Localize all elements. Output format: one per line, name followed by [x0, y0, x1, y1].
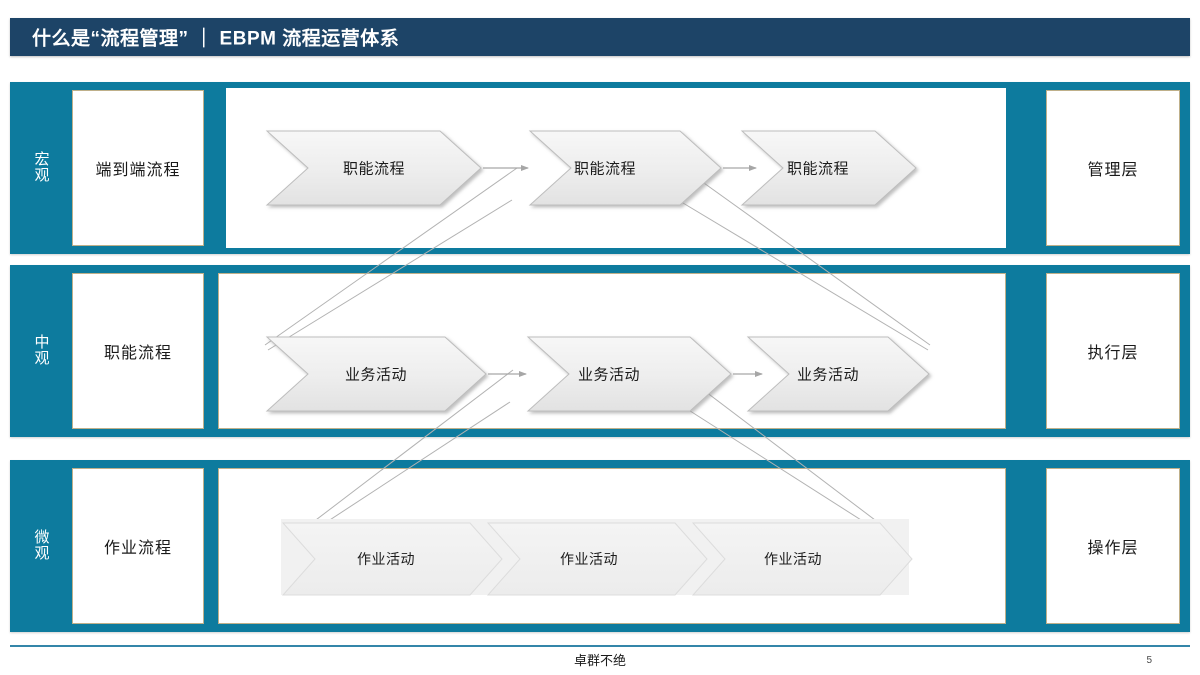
- micro-step-2-label: 作业活动: [560, 551, 618, 567]
- page-title: 什么是“流程管理” ｜ EBPM 流程运营体系: [32, 28, 400, 50]
- page-number: 5: [1146, 655, 1152, 666]
- row-macro-left-label: 端到端流程: [72, 90, 204, 246]
- footer-text: 卓群不绝: [573, 653, 626, 668]
- row-micro: 微 观 作业流程 操作层: [10, 460, 1190, 632]
- row-scale-meso: 中 观: [34, 333, 50, 367]
- row-meso: 中 观 职能流程 执行层: [10, 265, 1190, 437]
- slide-title-bar: 什么是“流程管理” ｜ EBPM 流程运营体系: [10, 18, 1190, 56]
- row-macro-right-label: 管理层: [1046, 90, 1180, 246]
- row-scale-macro: 宏 观: [34, 150, 50, 184]
- row-micro-left-label: 作业流程: [72, 468, 204, 624]
- macro-step-2-label: 职能流程: [573, 160, 637, 178]
- row-micro-panel: [218, 468, 1006, 624]
- footer-divider: [10, 645, 1190, 647]
- macro-step-1-label: 职能流程: [342, 160, 406, 178]
- meso-step-2-label: 业务活动: [577, 366, 641, 384]
- micro-step-1-label: 作业活动: [357, 551, 415, 567]
- micro-step-3-label: 作业活动: [764, 551, 822, 567]
- row-meso-left-label: 职能流程: [72, 273, 204, 429]
- row-meso-right-label: 执行层: [1046, 273, 1180, 429]
- macro-step-3-label: 职能流程: [786, 160, 850, 178]
- meso-step-1-label: 业务活动: [344, 366, 408, 384]
- meso-step-3-label: 业务活动: [796, 366, 860, 384]
- row-micro-right-label: 操作层: [1046, 468, 1180, 624]
- row-scale-micro: 微 观: [34, 528, 50, 562]
- row-meso-panel: [218, 273, 1006, 429]
